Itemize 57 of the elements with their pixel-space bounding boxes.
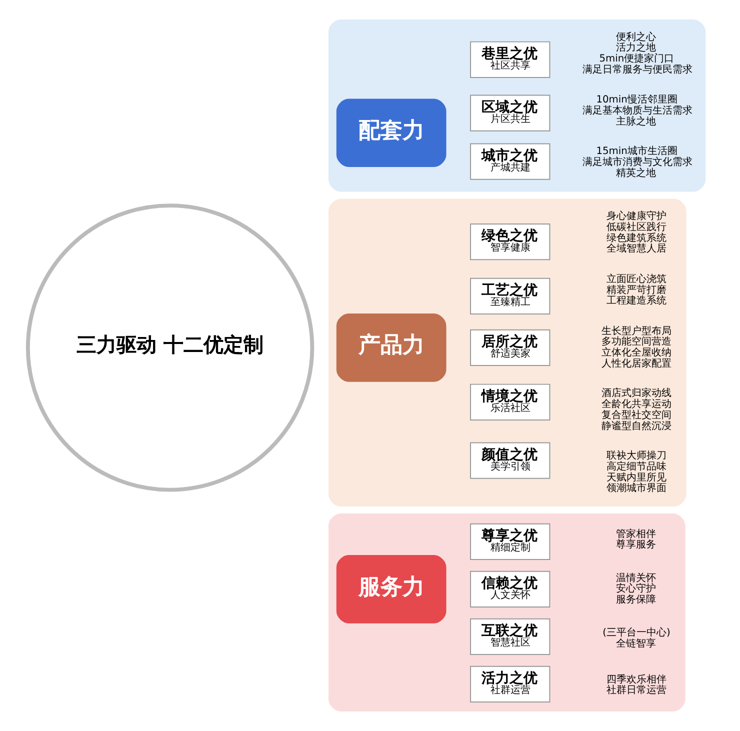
node-label: 工程建造系统 [606, 296, 666, 307]
node-label: 满足基本物质与生活需求 [582, 106, 692, 117]
node-label: 精装严苛打磨 [606, 284, 666, 296]
node-label: 多功能空间营造 [601, 336, 672, 348]
node-label: 生长型户型布局 [601, 326, 672, 337]
node-label: 满足日常服务与便民需求 [582, 64, 692, 76]
node-label: 立面匠心浇筑 [606, 274, 666, 285]
node-box: 互联之优 智慧社区 [470, 618, 550, 656]
node-box: 颜值之优 美学引领 [470, 442, 550, 479]
node-box: 区域之优 片区共生 [470, 94, 550, 132]
node-label: 便利之心 [616, 32, 656, 43]
node-label: 酒店式归家动线 [601, 388, 672, 400]
node-box: 信赖之优 人文关怀 [470, 570, 550, 608]
node-label: 管家相伴 [616, 528, 656, 540]
cluster [328, 198, 686, 507]
node-box: 绿色之优 智享健康 [470, 223, 550, 260]
node-label: 高定细节品味 [606, 461, 666, 472]
node-box: 情境之优 乐活社区 [470, 384, 550, 420]
node-box: 产品力 [336, 314, 446, 382]
node-label: 领潮城市界面 [606, 483, 666, 494]
node-box: 配套力 [336, 98, 446, 168]
node-label: 主脉之地 [616, 116, 656, 128]
node-label: 活力之地 [616, 42, 656, 54]
node-circle: 三力驱动 十二优定制 [25, 204, 314, 492]
node-box: 尊享之优 精细定制 [470, 523, 550, 560]
node-label: 尊享服务 [616, 540, 656, 551]
node-label: 服务保障 [616, 594, 656, 606]
node-label: 天赋内里所见 [606, 472, 666, 484]
node-box: 居所之优 舒适美家 [470, 329, 550, 366]
node-label: 10min慢活邻里圈 [596, 94, 677, 106]
node-box: 巷里之优 社区共享 [470, 41, 550, 78]
node-label: 15min城市生活圈 [596, 146, 677, 158]
node-label: 全龄化共享运动 [601, 399, 672, 410]
cluster [328, 20, 706, 192]
node-label: 全域智慧人居 [606, 244, 666, 255]
node-label: 静谧型自然沉浸 [601, 420, 672, 432]
node-box: 服务力 [336, 555, 446, 624]
node-label: 5min便捷家门口 [598, 54, 674, 65]
cluster [328, 513, 685, 712]
node-label: 绿色建筑系统 [606, 232, 666, 244]
node-label: 满足城市消费与文化需求 [582, 157, 692, 168]
node-label: 社群日常运营 [606, 685, 666, 696]
node-box: 活力之优 社群运营 [470, 666, 550, 703]
node-label: (三平台一中心) [602, 628, 670, 639]
node-label: 全链智享 [616, 638, 656, 650]
node-label: 安心守护 [616, 584, 656, 595]
node-label: 复合型社交空间 [601, 410, 672, 421]
node-label: 身心健康守护 [606, 211, 666, 222]
node-box: 城市之优 产城共建 [470, 143, 550, 180]
node-label: 四季欢乐相伴 [606, 674, 666, 686]
node-label: 精英之地 [616, 168, 656, 179]
node-label: 立体化全屋收纳 [601, 348, 672, 359]
node-label: 温情关怀 [616, 572, 656, 584]
node-label: 人性化居家配置 [601, 358, 672, 370]
node-box: 工艺之优 至臻精工 [470, 278, 550, 315]
node-label: 联袂大师操刀 [606, 450, 666, 462]
node-label: 低碳社区践行 [606, 222, 666, 233]
